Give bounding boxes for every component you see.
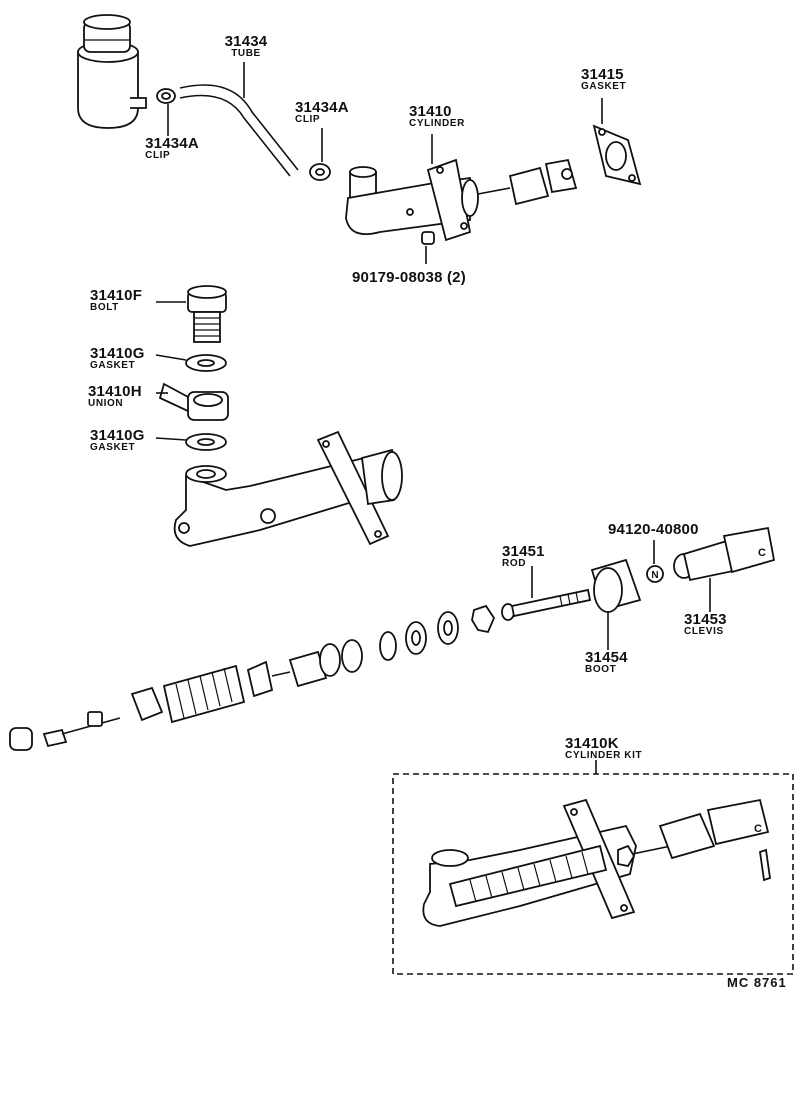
part-number: 31410G [90, 345, 145, 362]
part-number: 31453 [684, 611, 727, 628]
clevis-drawing: C [673, 526, 776, 582]
part-number: 94120-40800 [608, 521, 699, 538]
clip-left-drawing [156, 88, 176, 104]
part-name: BOLT [90, 302, 119, 313]
part-name: GASKET [90, 442, 136, 453]
part-name: GASKET [90, 360, 136, 371]
reservoir-drawing [77, 14, 147, 129]
cylinder-body-drawing [173, 430, 403, 547]
part-number: 90179-08038 (2) [352, 269, 466, 286]
diagram-code: MC 8761 [727, 975, 787, 990]
callout-31410f: 31410F BOLT [90, 288, 142, 313]
callout-31410k: 31410K CYLINDER KIT [565, 736, 642, 761]
part-name: CLEVIS [684, 626, 724, 637]
part-number: 31434 [224, 33, 268, 50]
callout-31410g-bottom: 31410G GASKET [90, 428, 145, 453]
boot-drawing [590, 558, 642, 613]
callout-31410h: 31410H UNION [88, 384, 142, 409]
kit-clevis-letter: C [754, 823, 762, 835]
callout-31434a-left: 31434A CLIP [145, 136, 199, 161]
nut-letter: N [651, 570, 658, 581]
leader-lines [155, 62, 711, 774]
part-name: CYLINDER [409, 118, 465, 129]
bolt-drawing [187, 285, 227, 343]
tube-drawing [179, 84, 299, 177]
flange-gasket-drawing [592, 124, 642, 186]
nut-drawing: N [646, 565, 664, 583]
union-drawing [158, 382, 229, 421]
part-number: 31410K [565, 735, 619, 752]
callout-31415: 31415 GASKET [581, 67, 626, 92]
cylinder-kit-box [392, 773, 794, 975]
screw-drawing [421, 231, 435, 245]
part-number: 31434A [145, 135, 199, 152]
callout-31453: 31453 CLEVIS [684, 612, 727, 637]
part-name: BOOT [585, 664, 617, 675]
callout-94120: 94120-40800 [608, 522, 699, 537]
gasket-bottom-drawing [185, 433, 227, 451]
clevis-letter: C [758, 547, 766, 559]
part-name: CYLINDER KIT [565, 750, 643, 761]
rod-drawing [501, 588, 592, 621]
callout-31410g-top: 31410G GASKET [90, 346, 145, 371]
internals-drawing [9, 604, 496, 751]
cylinder-top-drawing [345, 158, 578, 242]
part-number: 31434A [295, 99, 349, 116]
callout-90179: 90179-08038 (2) [352, 270, 466, 285]
part-name: ROD [502, 558, 527, 569]
callout-31434a-right: 31434A CLIP [295, 100, 349, 125]
callout-31451: 31451 ROD [502, 544, 545, 569]
callout-31454: 31454 BOOT [585, 650, 628, 675]
part-number: 31410F [90, 287, 143, 304]
part-name: CLIP [295, 114, 321, 125]
part-number: 31410H [88, 383, 142, 400]
cylinder-kit-drawing: C [422, 798, 771, 927]
part-number: 31410G [90, 427, 145, 444]
callout-31410: 31410 CYLINDER [409, 104, 465, 129]
callout-31434: 31434 TUBE [225, 34, 268, 59]
part-name: UNION [88, 398, 124, 409]
clip-right-drawing [309, 163, 331, 181]
part-name: TUBE [231, 48, 261, 59]
part-number: 31454 [585, 649, 628, 666]
part-name: GASKET [581, 81, 627, 92]
gasket-top-drawing [185, 354, 227, 372]
part-number: 31410 [409, 103, 452, 120]
part-number: 31451 [502, 543, 545, 560]
part-number: 31415 [581, 66, 624, 83]
part-name: CLIP [145, 150, 171, 161]
